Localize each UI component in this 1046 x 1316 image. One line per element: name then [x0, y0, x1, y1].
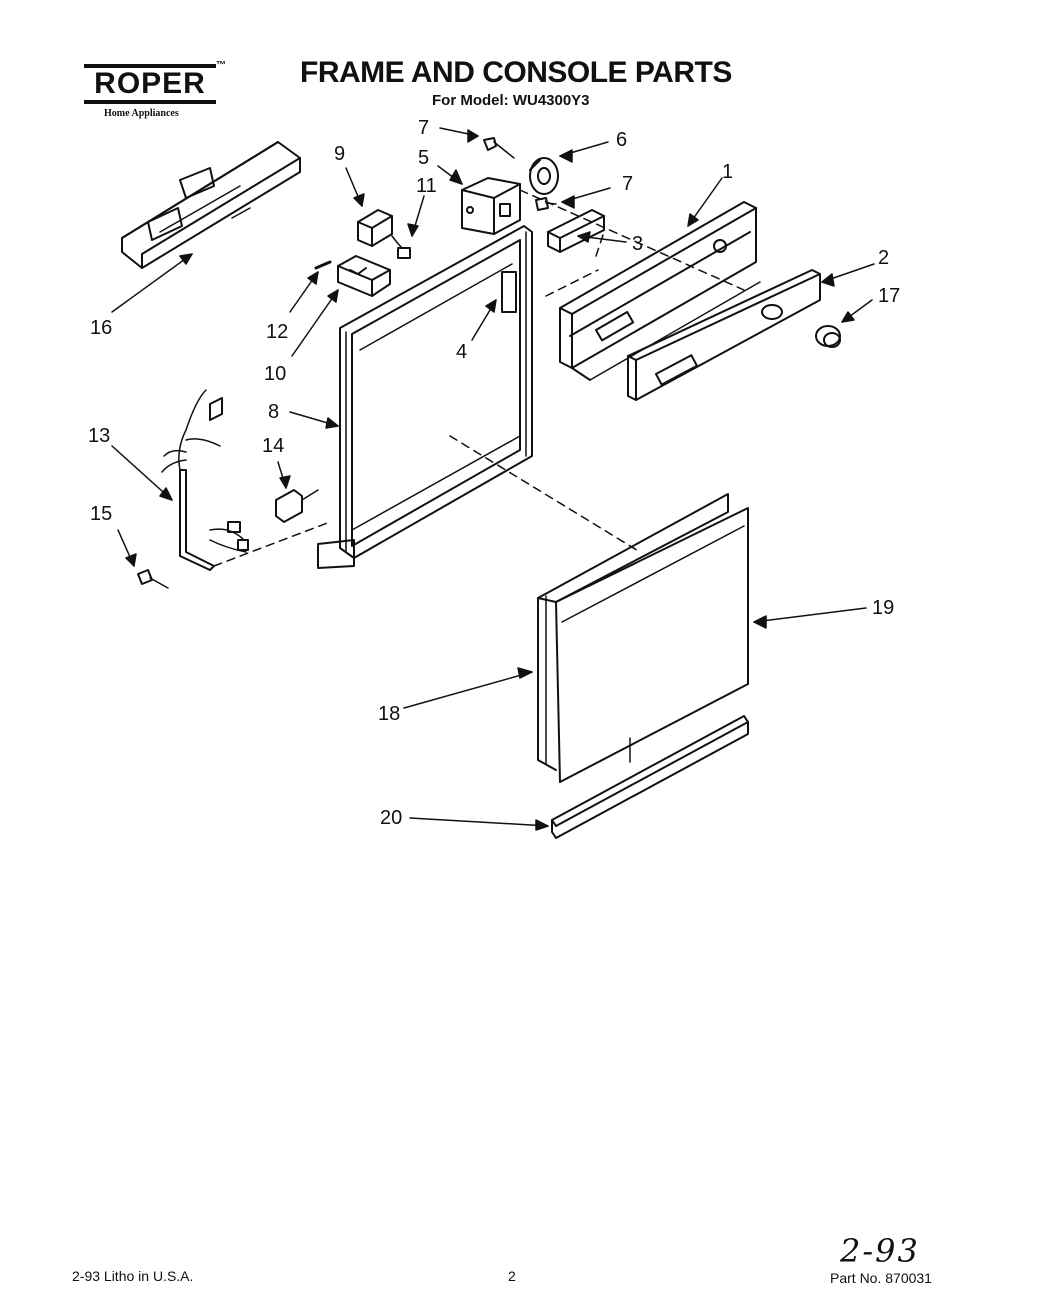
callout-16: 16	[90, 317, 112, 339]
callout-1: 1	[722, 161, 733, 183]
callout-12: 12	[266, 321, 288, 343]
part-3-bracket	[547, 209, 605, 253]
callout-5: 5	[418, 147, 429, 169]
part-13-wire-harness	[161, 389, 249, 571]
part-16-bracket	[121, 141, 301, 269]
trademark-symbol: ™	[216, 60, 226, 71]
part-17-knob	[815, 325, 841, 348]
callout-2: 2	[878, 247, 889, 269]
part-8-door-frame	[317, 225, 533, 569]
callout-7-right: 7	[622, 173, 633, 195]
part-number: Part No. 870031	[830, 1270, 932, 1286]
page-title: FRAME AND CONSOLE PARTS	[300, 56, 732, 89]
part-5-latch	[461, 177, 521, 235]
callout-15: 15	[90, 503, 112, 525]
callout-11: 11	[416, 175, 437, 197]
handwritten-date: 2-93	[840, 1232, 920, 1270]
callout-14: 14	[262, 435, 284, 457]
part-10-holder	[337, 255, 391, 297]
callout-13: 13	[88, 425, 110, 447]
part-20-trim	[551, 715, 749, 839]
assembly-lines	[213, 189, 745, 567]
part-7-screw-top	[483, 137, 515, 159]
callout-20: 20	[380, 807, 402, 829]
roper-logo: ROPER ™ Home Appliances	[84, 60, 226, 122]
part-1-console	[559, 201, 761, 381]
litho-note: 2-93 Litho in U.S.A.	[72, 1268, 194, 1284]
callout-17: 17	[878, 285, 900, 307]
brand-name: ROPER	[94, 67, 206, 100]
callout-8: 8	[268, 401, 279, 423]
callout-7-top: 7	[418, 117, 429, 139]
logo-box: ROPER	[84, 64, 216, 104]
part-12-pin	[314, 260, 332, 270]
leader-lines	[111, 127, 875, 831]
brand-subtitle: Home Appliances	[104, 108, 179, 119]
part-6-dial	[529, 157, 559, 195]
callout-labels: 1 2 3 4 5 6 7 7 8 9 10 11 12 13 14 15 16…	[88, 117, 900, 829]
callout-6: 6	[616, 129, 627, 151]
callout-10: 10	[264, 363, 286, 385]
part-9-switch	[357, 209, 393, 247]
model-label: For Model: WU4300Y3	[432, 92, 590, 109]
part-15-screw	[137, 569, 169, 589]
callout-3: 3	[632, 233, 643, 255]
callout-4: 4	[456, 341, 467, 363]
part-11-connector	[391, 235, 411, 259]
part-18-19-door-panels	[537, 493, 749, 783]
callout-9: 9	[334, 143, 345, 165]
page-number: 2	[508, 1268, 516, 1284]
part-2-panel	[627, 269, 821, 401]
callout-19: 19	[872, 597, 894, 619]
callout-18: 18	[378, 703, 400, 725]
part-14-connector	[275, 489, 319, 523]
